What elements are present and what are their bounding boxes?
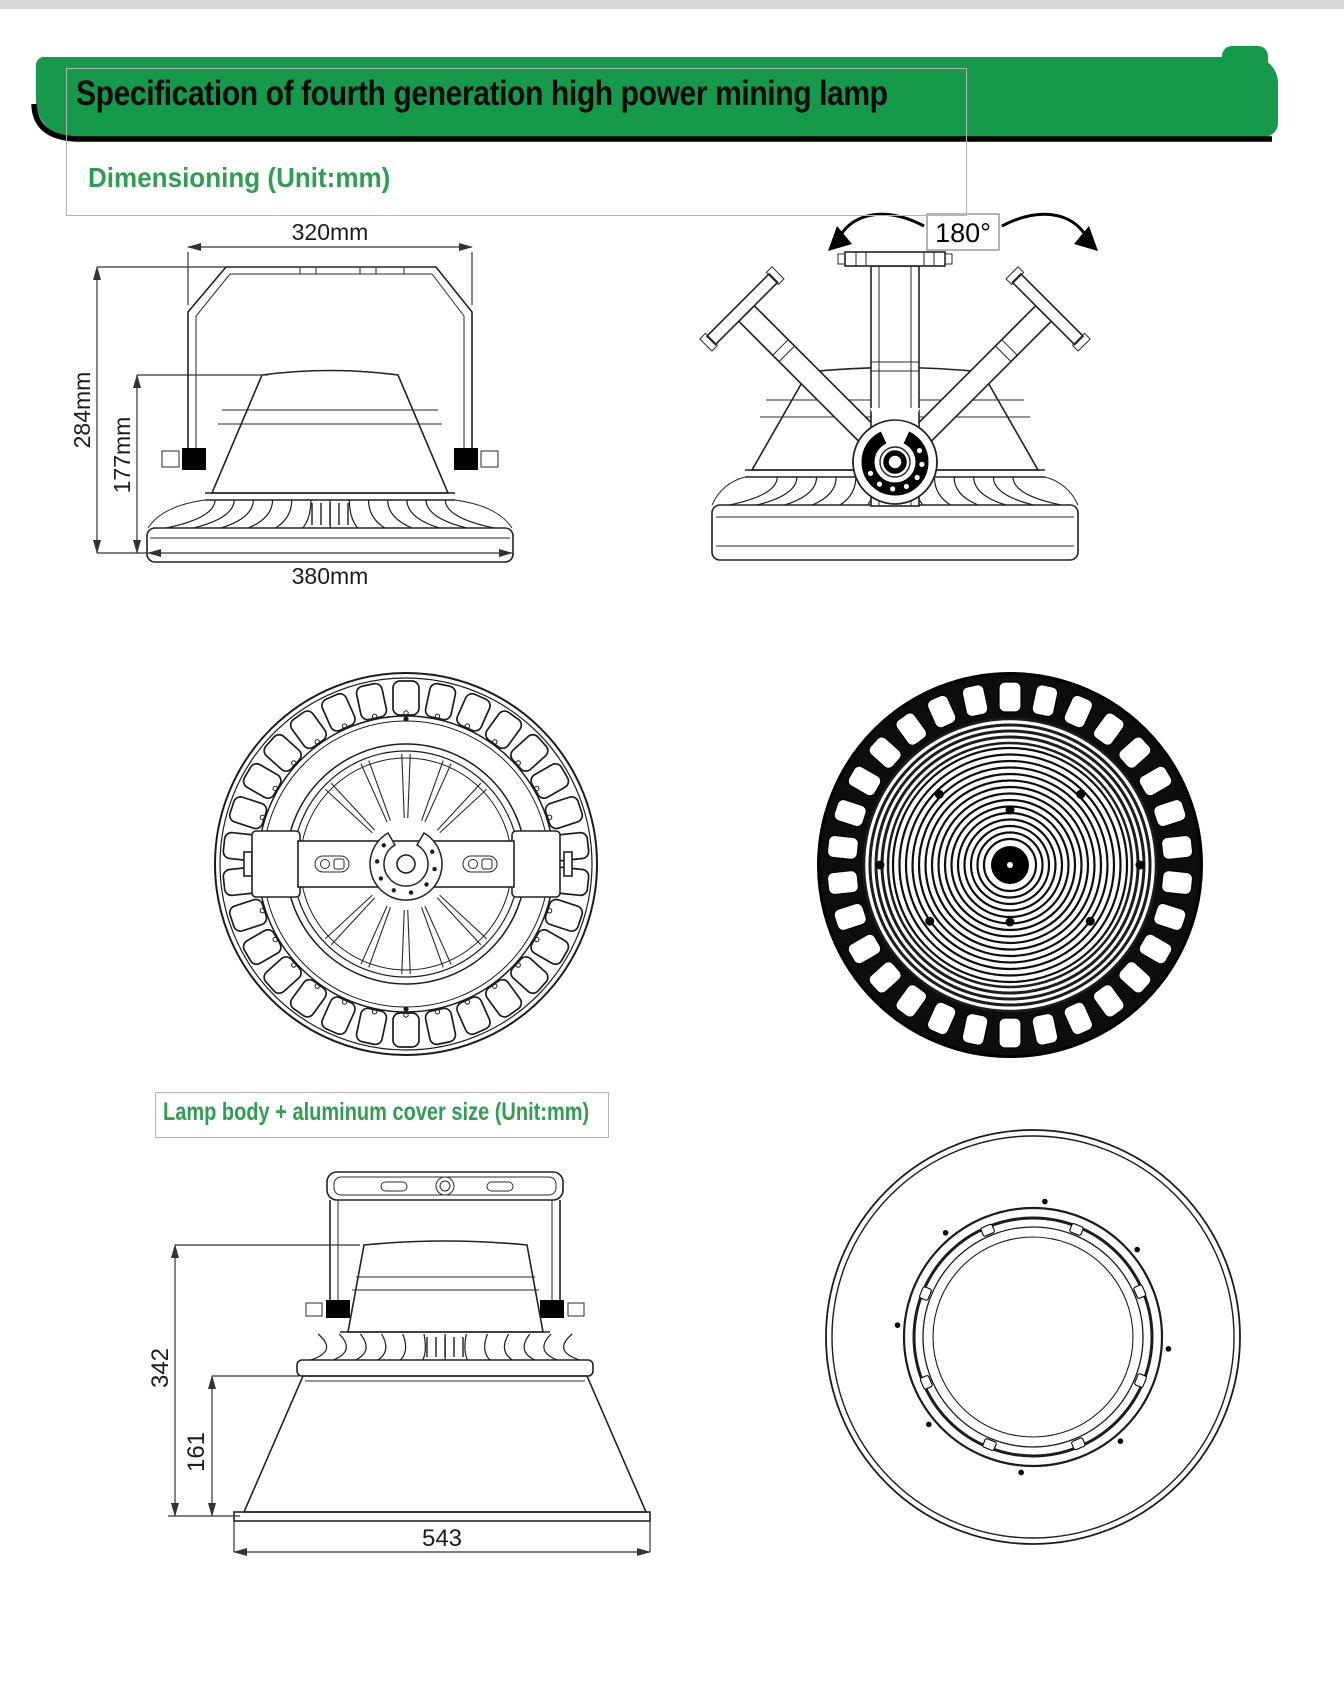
bottom-view-drawing (817, 672, 1203, 1058)
section-heading-cover-size: Lamp body + aluminum cover size (Unit:mm… (163, 1098, 590, 1126)
dim-base-width-380mm: 380mm (292, 563, 369, 589)
rotation-angle-label: 180° (935, 218, 991, 248)
right-clamp-block (454, 448, 478, 470)
dim-top-width-320mm: 320mm (292, 219, 369, 245)
green-title-banner (36, 57, 1278, 137)
top-view-drawing (214, 672, 598, 1056)
dim-cover-base-width-543: 543 (422, 1525, 462, 1552)
dim-total-height-284mm: 284mm (69, 372, 95, 449)
top-gray-strip (0, 0, 1344, 9)
cover-side-view-drawing: 342 161 543 (147, 1171, 651, 1556)
section-heading-dimensioning: Dimensioning (Unit:mm) (88, 162, 391, 193)
cover-top-view-drawing (825, 1129, 1241, 1545)
angle-label-box (926, 213, 1000, 251)
rotate-left-arrow (838, 212, 925, 237)
dim-cone-height-161: 161 (183, 1432, 210, 1472)
cover-heading-outline-box (155, 1092, 609, 1138)
dim-body-height-177mm: 177mm (109, 417, 135, 494)
left-clamp-block (182, 448, 206, 470)
banner-underline-swoosh (31, 103, 1272, 142)
front-view-drawing: 320mm 284mm 177mm 380mm (69, 219, 514, 589)
page-title: Specification of fourth generation high … (76, 74, 888, 113)
rotation-view-drawing: 180° (699, 212, 1098, 561)
title-outline-box (66, 68, 967, 216)
rotate-right-arrow (1001, 212, 1088, 237)
dim-cover-total-height-342: 342 (147, 1348, 174, 1388)
